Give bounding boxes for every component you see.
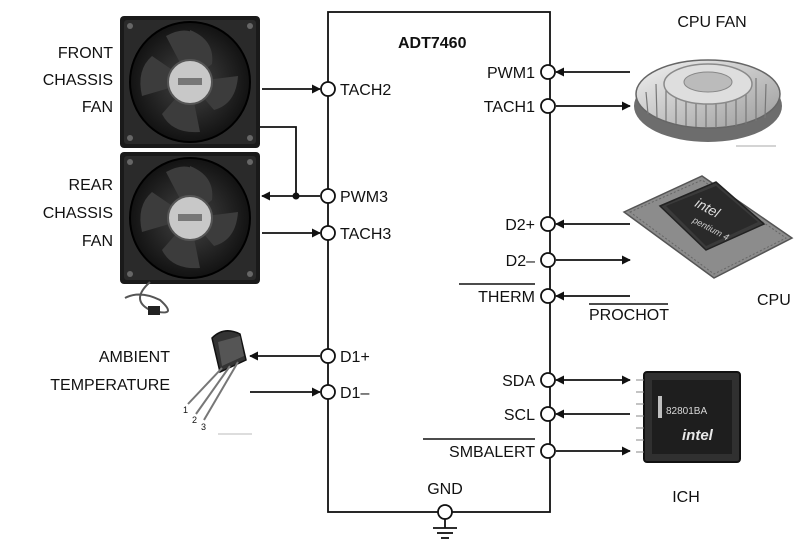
pin-pwm3 bbox=[320, 188, 336, 204]
rear-fan-label-1: REAR bbox=[69, 177, 113, 194]
pin-tach2-label: TACH2 bbox=[340, 82, 391, 99]
temperature-sensor-icon bbox=[187, 330, 247, 421]
pin-d2-minus bbox=[540, 252, 556, 268]
pin-gnd bbox=[437, 504, 453, 520]
front-fan-label-3: FAN bbox=[82, 99, 113, 116]
pin-tach3 bbox=[320, 225, 336, 241]
sensor-pin-2: 2 bbox=[192, 415, 197, 425]
rear-fan-label-3: FAN bbox=[82, 233, 113, 250]
pin-sda bbox=[540, 372, 556, 388]
ambient-label-2: TEMPERATURE bbox=[50, 377, 170, 394]
pin-d2-plus-label: D2+ bbox=[505, 217, 535, 234]
wire-pwm3-to-front-fan bbox=[250, 122, 320, 197]
pin-d1-minus-label: D1– bbox=[340, 385, 369, 402]
prochot-label: PROCHOT bbox=[589, 307, 669, 324]
pin-smbalert-label: SMBALERT bbox=[449, 444, 535, 461]
front-fan-label-2: CHASSIS bbox=[43, 72, 113, 89]
pin-sda-label: SDA bbox=[502, 373, 535, 390]
sensor-pin-1: 1 bbox=[183, 405, 188, 415]
pin-d1-minus bbox=[320, 384, 336, 400]
pin-d2-minus-label: D2– bbox=[506, 253, 535, 270]
ground-symbol bbox=[433, 519, 457, 539]
junction-dot bbox=[292, 192, 300, 200]
pin-tach1-label: TACH1 bbox=[484, 99, 535, 116]
fan-cable bbox=[124, 281, 169, 314]
front-chassis-fan-icon bbox=[120, 16, 260, 148]
pin-tach1 bbox=[540, 98, 556, 114]
cpu-label: CPU bbox=[757, 292, 791, 309]
cpu-fan-label: CPU FAN bbox=[677, 14, 746, 31]
pin-pwm1 bbox=[540, 64, 556, 80]
ich-marking-brand: intel bbox=[682, 427, 714, 444]
pin-therm bbox=[540, 288, 556, 304]
pin-d2-plus bbox=[540, 216, 556, 232]
pin-tach2 bbox=[320, 81, 336, 97]
pin-therm-label: THERM bbox=[478, 289, 535, 306]
pin-gnd-label: GND bbox=[427, 481, 463, 498]
rear-fan-label-2: CHASSIS bbox=[43, 205, 113, 222]
ich-chip-icon: 82801BA intel bbox=[636, 371, 741, 463]
front-fan-label-1: FRONT bbox=[58, 45, 113, 62]
rear-chassis-fan-icon bbox=[120, 152, 260, 284]
pin-scl bbox=[540, 406, 556, 422]
cpu-chip-icon: intel pentium 4 bbox=[622, 175, 794, 279]
adt7460-chip bbox=[327, 11, 551, 513]
chip-name: ADT7460 bbox=[398, 35, 467, 52]
cpu-fan-heatsink-icon bbox=[634, 59, 782, 147]
ich-label: ICH bbox=[672, 489, 700, 506]
pin-d1-plus-label: D1+ bbox=[340, 349, 370, 366]
pin-pwm1-label: PWM1 bbox=[487, 65, 535, 82]
pin-d1-plus bbox=[320, 348, 336, 364]
pin-tach3-label: TACH3 bbox=[340, 226, 391, 243]
ambient-label-1: AMBIENT bbox=[99, 349, 170, 366]
pin-pwm3-label: PWM3 bbox=[340, 189, 388, 206]
pin-scl-label: SCL bbox=[504, 407, 535, 424]
ich-marking-part: 82801BA bbox=[666, 406, 707, 417]
pin-smbalert bbox=[540, 443, 556, 459]
fan-connector bbox=[148, 306, 160, 315]
sensor-pin-3: 3 bbox=[201, 422, 206, 432]
